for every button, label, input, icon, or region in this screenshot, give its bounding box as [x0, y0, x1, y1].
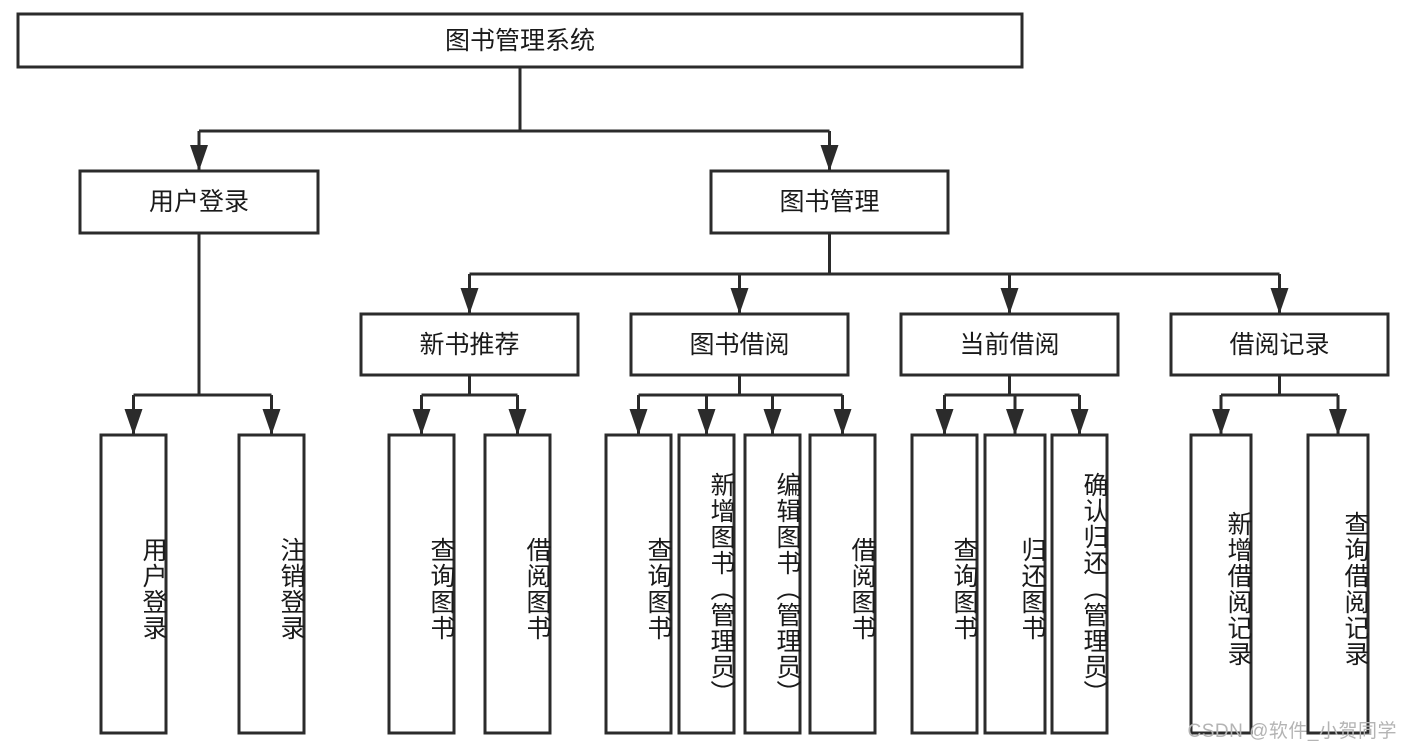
arrow-head-icon	[730, 288, 749, 314]
node-box-borrow-records[interactable]	[1169, 312, 1390, 377]
node-box-leaf-add-book-admin[interactable]	[677, 433, 736, 735]
arrow-head-icon	[262, 409, 281, 435]
node-box-leaf-query-book-recommend[interactable]	[387, 433, 456, 735]
node-box-leaf-user-login[interactable]	[99, 433, 168, 735]
node-box-leaf-return-book[interactable]	[983, 433, 1047, 735]
arrow-head-icon	[412, 409, 431, 435]
arrow-head-icon	[1329, 409, 1347, 435]
node-box-leaf-confirm-return-admin[interactable]	[1050, 433, 1109, 735]
node-box-leaf-borrow-book[interactable]	[808, 433, 877, 735]
arrow-head-icon	[833, 409, 852, 435]
node-box-current-borrow[interactable]	[899, 312, 1120, 377]
csdn-watermark: CSDN @软件_小贺同学	[1187, 721, 1397, 742]
arrow-head-icon	[763, 409, 782, 435]
arrow-head-icon	[1000, 288, 1019, 314]
arrow-head-icon	[124, 409, 143, 435]
arrow-head-icon	[820, 145, 839, 171]
arrow-head-icon	[1270, 288, 1289, 314]
arrow-head-icon	[935, 409, 954, 435]
node-box-leaf-edit-book-admin[interactable]	[743, 433, 802, 735]
node-box-leaf-query-book-current[interactable]	[910, 433, 979, 735]
arrow-head-icon	[508, 409, 527, 435]
node-box-leaf-query-borrow-record[interactable]	[1306, 433, 1370, 735]
node-box-leaf-add-borrow-record[interactable]	[1189, 433, 1253, 735]
arrow-head-icon	[1006, 409, 1024, 435]
edge-layer	[124, 67, 1347, 435]
node-box-root[interactable]	[16, 12, 1024, 69]
arrow-head-icon	[460, 288, 479, 314]
node-box-leaf-logout[interactable]	[237, 433, 306, 735]
arrow-head-icon	[1212, 409, 1230, 435]
arrow-head-icon	[1070, 409, 1089, 435]
arrow-head-icon	[697, 409, 716, 435]
node-box-leaf-query-book-borrow[interactable]	[604, 433, 673, 735]
box-layer	[16, 12, 1390, 735]
node-box-leaf-borrow-book-recommend[interactable]	[483, 433, 552, 735]
node-box-user-login[interactable]	[78, 169, 320, 235]
node-box-book-borrow[interactable]	[629, 312, 850, 377]
arrow-head-icon	[629, 409, 648, 435]
node-box-new-book-recommend[interactable]	[359, 312, 580, 377]
node-box-book-management[interactable]	[709, 169, 950, 235]
arrow-head-icon	[190, 145, 208, 171]
